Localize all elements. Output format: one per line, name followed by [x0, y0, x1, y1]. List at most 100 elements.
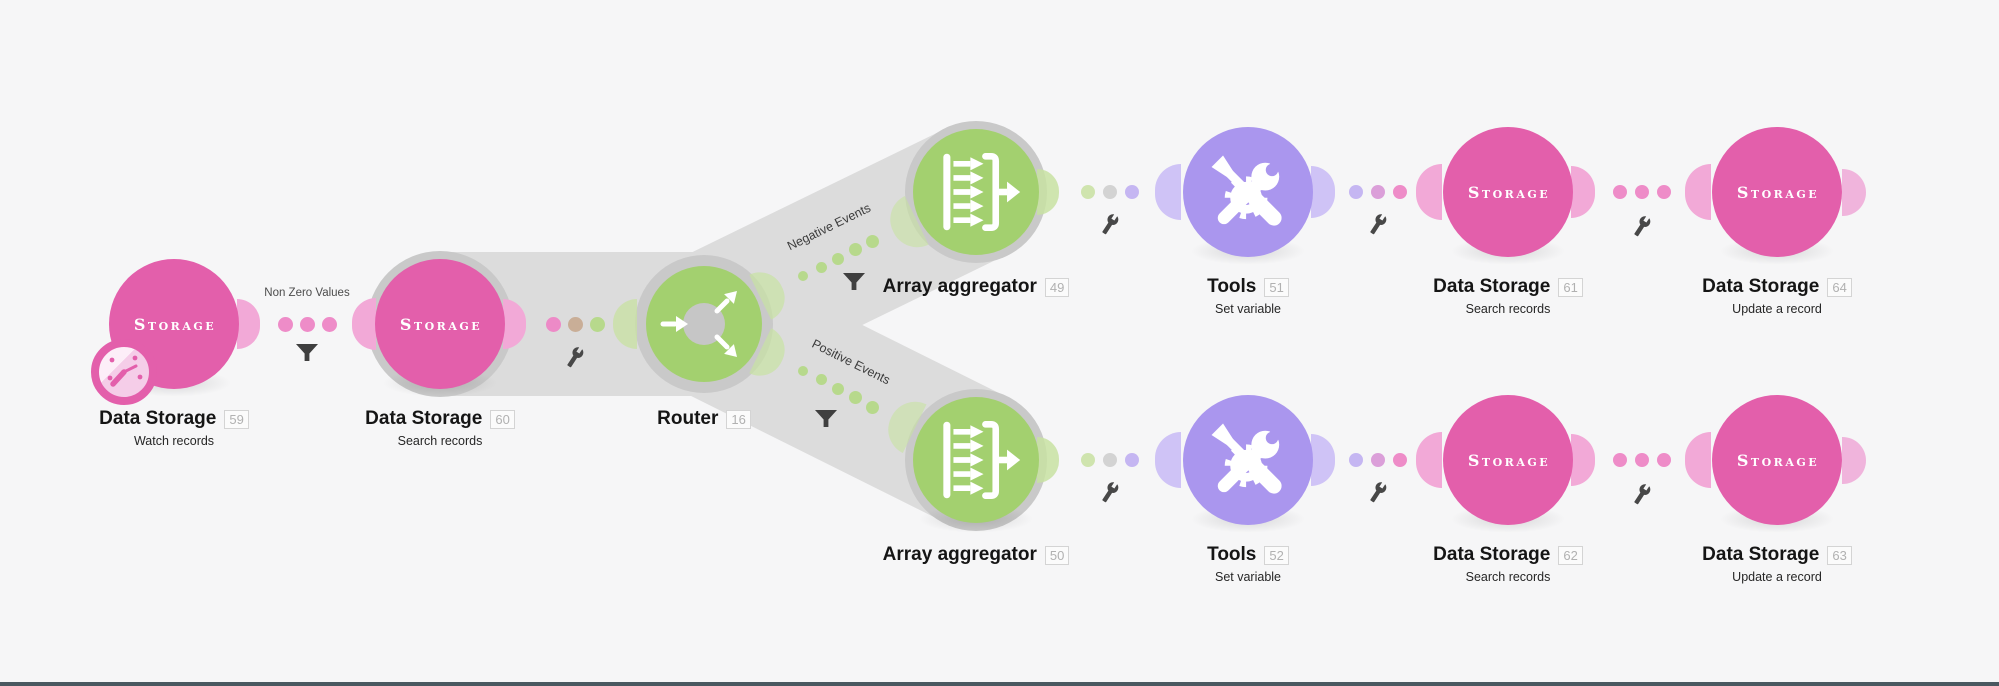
connection-dot — [1125, 185, 1139, 199]
clock-icon[interactable] — [91, 339, 157, 405]
module-title: Router — [657, 408, 719, 429]
module-title: Data Storage — [1702, 544, 1820, 565]
tools-icon — [1211, 419, 1291, 494]
connection-port — [1037, 437, 1059, 483]
module-subtitle: Search records — [397, 434, 483, 448]
module-subtitle: Update a record — [1732, 302, 1822, 316]
connection-dot — [849, 243, 862, 256]
wrench-icon[interactable] — [1632, 484, 1652, 505]
module-circle-data-storage-64[interactable]: Storage — [1712, 127, 1842, 257]
module-id-badge: 51 — [1264, 277, 1289, 297]
connection-dot — [568, 317, 583, 332]
connection-dot — [1103, 185, 1117, 199]
module-subtitle: Search records — [1465, 302, 1551, 316]
module-subtitle: Watch records — [133, 434, 215, 448]
connection-dot — [1393, 185, 1407, 199]
module-title: Array aggregator — [882, 544, 1037, 565]
wrench-icon[interactable] — [1100, 482, 1120, 503]
module-label: Data Storage 59 Watch records — [24, 408, 324, 448]
connection-dot — [849, 391, 862, 404]
connection-dot — [816, 262, 827, 273]
module-label: Tools 51 Set variable — [1098, 276, 1398, 316]
connection-dot — [866, 401, 879, 414]
connection-dot — [1371, 453, 1385, 467]
storage-wordmark: Storage — [1736, 182, 1820, 202]
connection-dot — [816, 374, 827, 385]
connection-port — [503, 299, 526, 349]
storage-wordmark: Storage — [133, 314, 217, 334]
connection-dot — [1125, 453, 1139, 467]
module-label: Array aggregator 49 — [826, 276, 1126, 298]
module-id-badge: 59 — [224, 409, 249, 429]
module-label: Tools 52 Set variable — [1098, 544, 1398, 584]
filter-icon[interactable] — [815, 410, 837, 427]
connection-dot — [1657, 453, 1671, 467]
module-label: Data Storage 63 Update a record — [1627, 544, 1927, 584]
module-label: Data Storage 62 Search records — [1358, 544, 1658, 584]
filter-icon[interactable] — [843, 273, 865, 290]
storage-wordmark: Storage — [1467, 182, 1551, 202]
module-title: Data Storage — [1702, 276, 1820, 297]
module-circle-data-storage-63[interactable]: Storage — [1712, 395, 1842, 525]
array-aggregator-icon — [943, 152, 1021, 232]
module-circle-data-storage-60[interactable]: Storage — [375, 259, 505, 389]
module-circle-router-16[interactable] — [646, 266, 762, 382]
connection-dot — [300, 317, 315, 332]
connection-dot — [278, 317, 293, 332]
connection-dot — [832, 383, 844, 395]
connection-dot — [590, 317, 605, 332]
module-circle-array-aggregator-50[interactable] — [913, 397, 1039, 523]
module-title: Tools — [1207, 544, 1257, 565]
connection-dot — [1613, 453, 1627, 467]
module-id-badge: 62 — [1558, 545, 1583, 565]
module-circle-tools-51[interactable] — [1183, 127, 1313, 257]
connection-dot — [1657, 185, 1671, 199]
storage-wordmark: Storage — [399, 314, 483, 334]
wrench-icon[interactable] — [1368, 482, 1388, 503]
connection-dot — [832, 253, 844, 265]
wrench-icon[interactable] — [1368, 214, 1388, 235]
filter-icon[interactable] — [296, 344, 318, 361]
wrench-icon[interactable] — [565, 347, 585, 368]
connection-dot — [1349, 453, 1363, 467]
connection-dot — [1635, 453, 1649, 467]
module-title: Array aggregator — [882, 276, 1037, 297]
module-subtitle: Update a record — [1732, 570, 1822, 584]
module-id-badge: 63 — [1827, 545, 1852, 565]
module-title: Data Storage — [1433, 276, 1551, 297]
connection-dot — [798, 366, 808, 376]
module-circle-tools-52[interactable] — [1183, 395, 1313, 525]
connection-dot — [322, 317, 337, 332]
module-title: Data Storage — [99, 408, 217, 429]
connection-dot — [1635, 185, 1649, 199]
connection-dot — [1393, 453, 1407, 467]
wrench-icon[interactable] — [1100, 214, 1120, 235]
module-label: Data Storage 61 Search records — [1358, 276, 1658, 316]
router-icon — [660, 291, 737, 357]
connection-dot — [1371, 185, 1385, 199]
status-bar — [0, 682, 1999, 686]
storage-wordmark: Storage — [1736, 450, 1820, 470]
module-subtitle: Set variable — [1214, 570, 1281, 584]
connection-dot — [546, 317, 561, 332]
module-label: Data Storage 60 Search records — [290, 408, 590, 448]
module-id-badge: 61 — [1558, 277, 1583, 297]
connection-dot — [1103, 453, 1117, 467]
connection-port — [1037, 169, 1059, 215]
clock-hands — [107, 355, 143, 387]
connection-dot — [1081, 453, 1095, 467]
module-circle-data-storage-61[interactable]: Storage — [1443, 127, 1573, 257]
module-circle-data-storage-62[interactable]: Storage — [1443, 395, 1573, 525]
connection-port — [237, 299, 260, 349]
module-id-badge: 16 — [726, 409, 751, 429]
connection-dot — [866, 235, 879, 248]
wrench-icon[interactable] — [1632, 216, 1652, 237]
filter-label[interactable]: Non Zero Values — [264, 287, 350, 299]
connection-dot — [798, 271, 808, 281]
module-circle-array-aggregator-49[interactable] — [913, 129, 1039, 255]
module-label: Router 16 — [554, 408, 854, 430]
connection-dot — [1349, 185, 1363, 199]
